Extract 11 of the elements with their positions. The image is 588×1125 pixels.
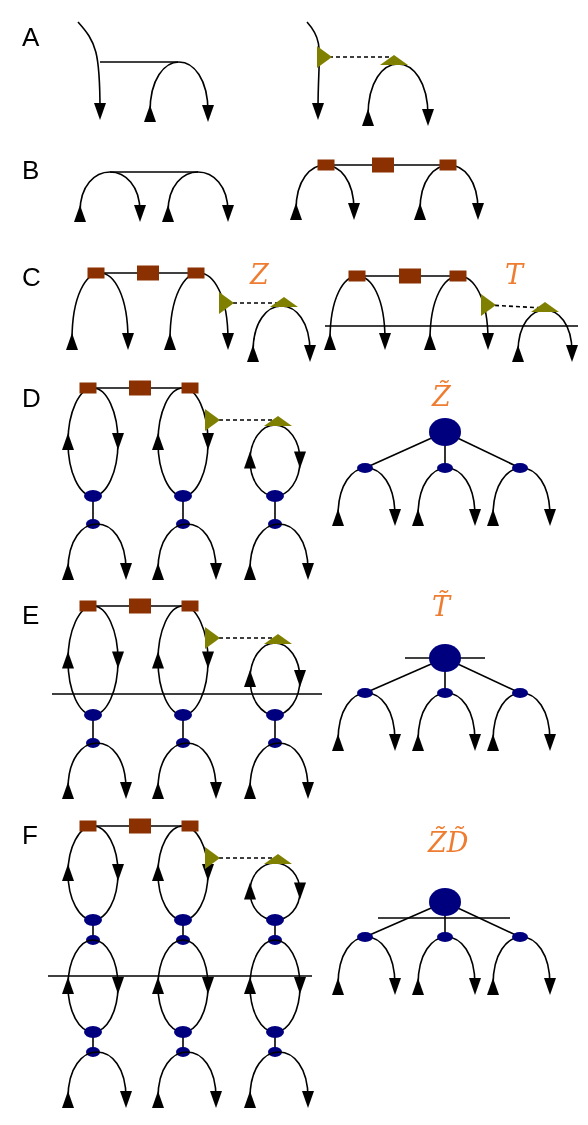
symbol-label: T (505, 260, 523, 290)
symbol-label: Z (250, 260, 269, 290)
symbol-label: Z̃D̃ (428, 828, 469, 858)
panel-letter: C (22, 262, 41, 292)
symbol-label: T̃ (432, 592, 450, 622)
symbol-label: Z̃ (432, 382, 451, 412)
panel-letter: E (22, 600, 40, 630)
panel-letter: D (22, 383, 41, 413)
panel-letter: F (22, 820, 38, 850)
panel-letter: B (22, 155, 40, 185)
panel-letter: A (22, 22, 40, 52)
